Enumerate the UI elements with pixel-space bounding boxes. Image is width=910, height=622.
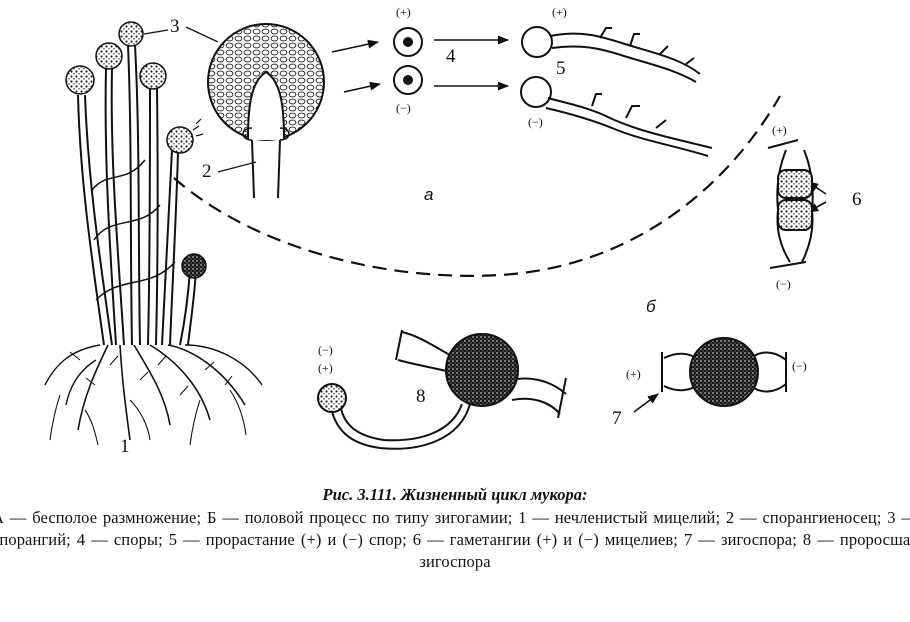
gametangia-drawing: [767, 139, 814, 269]
sign-minus-gametangia: (−): [776, 277, 791, 291]
germinated-zygospore-drawing: [317, 329, 567, 450]
caption-title: Рис. 3.111. Жизненный цикл мукора:: [322, 485, 588, 504]
label-8: 8: [416, 386, 426, 407]
label-2: 2: [202, 161, 212, 182]
sporangium-enlarged-drawing: [207, 23, 325, 199]
figure-caption: Рис. 3.111. Жизненный цикл мукора: А — б…: [0, 484, 910, 573]
sign-plus-germ: (+): [552, 5, 567, 19]
label-3: 3: [170, 16, 180, 37]
zygospore-drawing: [661, 337, 787, 407]
sign-minus-spore: (−): [396, 101, 411, 115]
mucor-life-cycle-figure: 1 2 3 4 5 6 7 8 (+) (−) (+) (−) (+) (−) …: [44, 5, 862, 457]
germinating-spores-drawing: [520, 26, 713, 157]
sign-plus-spore: (+): [396, 5, 411, 19]
sign-minus-zygospore: (−): [792, 359, 807, 373]
figure-labels: 1 2 3 4 5 6 7 8 (+) (−) (+) (−) (+) (−) …: [120, 5, 862, 457]
label-5: 5: [556, 58, 566, 79]
sign-plus-zygospore: (+): [626, 367, 641, 381]
sign-minus-germinated: (−): [318, 343, 333, 357]
label-a: а: [424, 185, 433, 204]
caption-body: А — бесполое размножение; Б — половой пр…: [0, 508, 910, 571]
spores-drawing: [393, 27, 423, 95]
sign-plus-germinated: (+): [318, 361, 333, 375]
label-6: 6: [852, 189, 862, 210]
label-b: б: [646, 297, 657, 316]
sign-plus-gametangia: (+): [772, 123, 787, 137]
label-1: 1: [120, 436, 130, 457]
sign-minus-germ: (−): [528, 115, 543, 129]
label-7: 7: [612, 408, 622, 429]
label-4: 4: [446, 46, 456, 67]
sporangia-heads: [65, 21, 207, 279]
